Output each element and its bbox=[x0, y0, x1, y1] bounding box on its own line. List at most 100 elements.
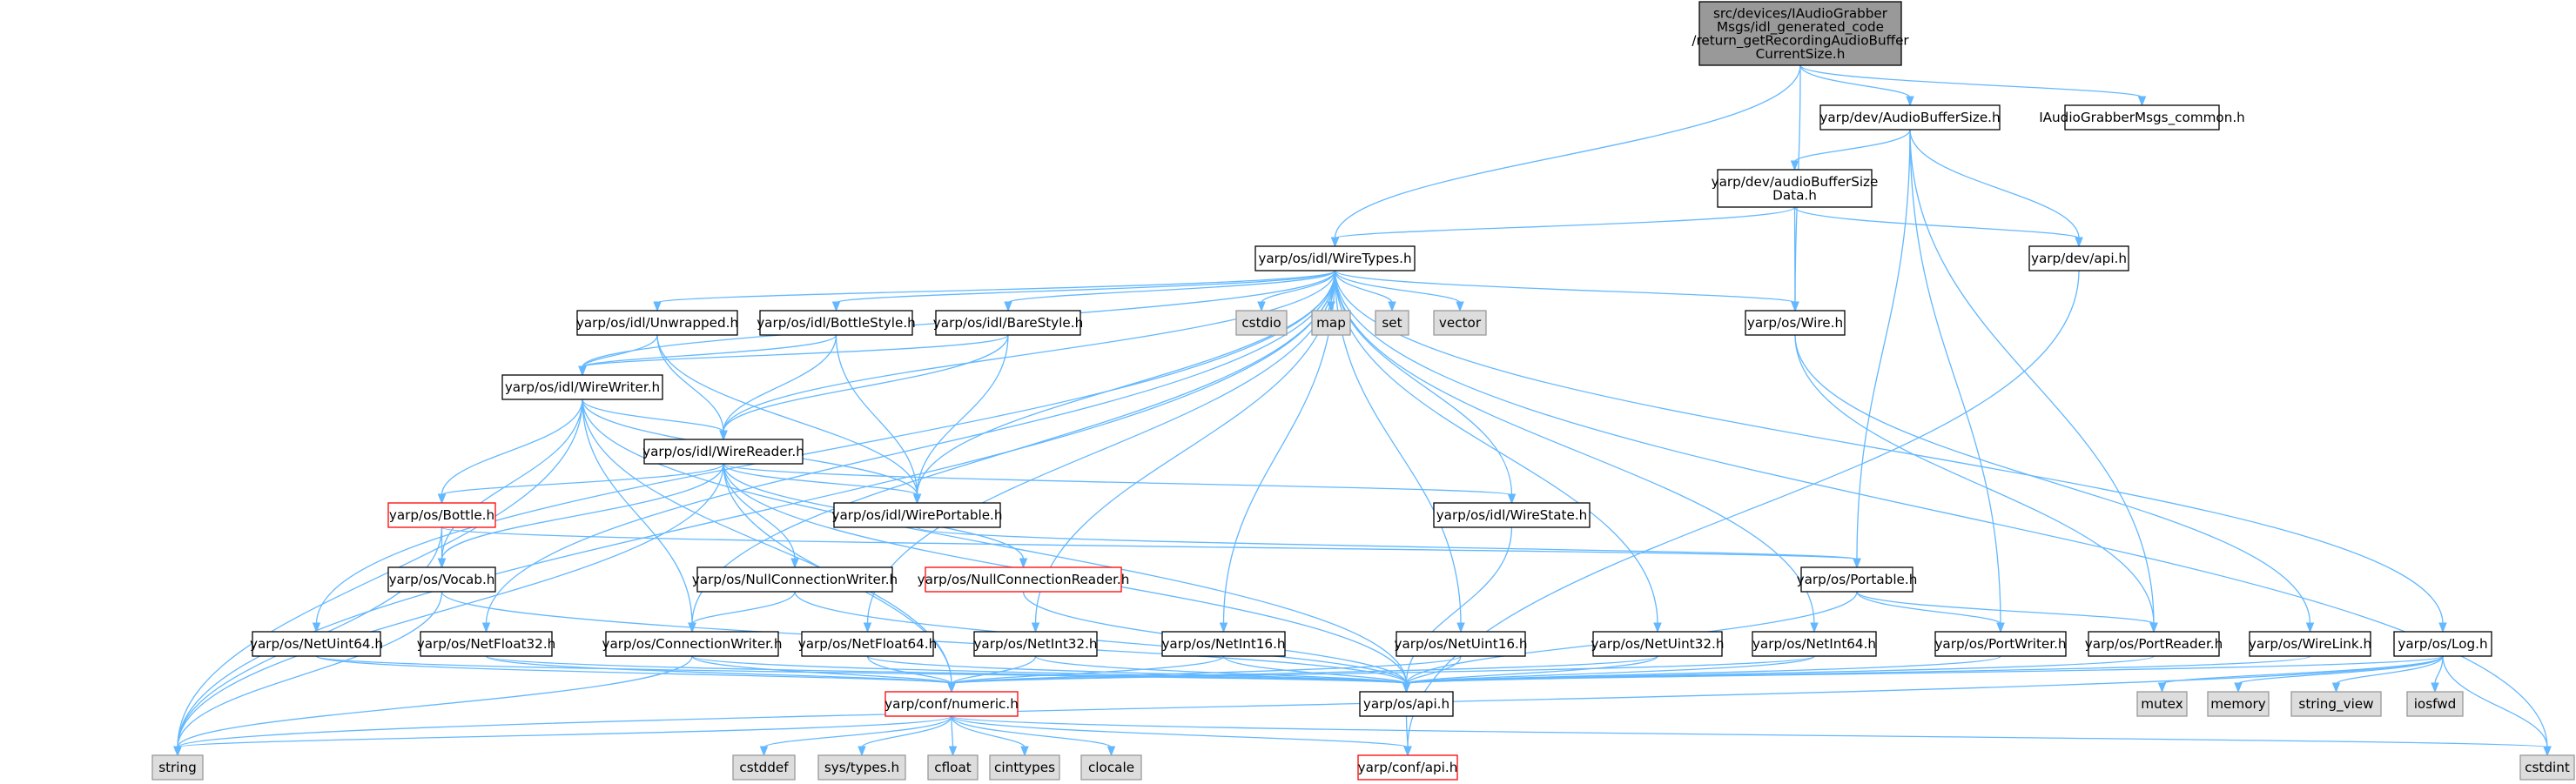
node-label: clocale bbox=[1088, 760, 1134, 775]
node-label: cfloat bbox=[934, 760, 972, 775]
edge-osapi-to-confapi bbox=[1403, 715, 1412, 757]
node-yarp-os-bottle-h[interactable]: yarp/os/Bottle.h bbox=[387, 502, 496, 528]
node-box bbox=[1800, 566, 1914, 593]
node-label: IAudioGrabberMsgs_common.h bbox=[2039, 110, 2245, 126]
node-yarp-os-portwriter-h[interactable]: yarp/os/PortWriter.h bbox=[1934, 631, 2067, 657]
edge-wiretypes-to-wirereader bbox=[719, 270, 1336, 441]
arrowhead bbox=[912, 493, 922, 505]
node-box bbox=[151, 754, 204, 781]
node-yarp-os-portable-h[interactable]: yarp/os/Portable.h bbox=[1797, 566, 1918, 593]
node-yarp-os-netuint64-h[interactable]: yarp/os/NetUint64.h bbox=[250, 631, 383, 657]
node-mutex: mutex bbox=[2136, 691, 2188, 717]
edge-log-to-memory bbox=[2234, 655, 2444, 694]
node-box bbox=[1357, 754, 1458, 781]
node-yarp-os-netint32-h[interactable]: yarp/os/NetInt32.h bbox=[973, 631, 1098, 657]
node-yarp-os-idl-wireportable-h[interactable]: yarp/os/idl/WirePortable.h bbox=[831, 502, 1003, 528]
node-box bbox=[989, 754, 1060, 781]
node-yarp-os-vocab-h[interactable]: yarp/os/Vocab.h bbox=[387, 566, 496, 593]
node-src-devices-iaudiograbbermsgs-idl-generated-code-return-getrecordingaudiobuffercurrentsize-h[interactable]: src/devices/IAudioGrabberMsgs/idl_genera… bbox=[1692, 1, 1909, 66]
node-yarp-os-idl-wirestate-h[interactable]: yarp/os/idl/WireState.h bbox=[1433, 502, 1591, 528]
edge-root-to-iagm_common bbox=[1799, 64, 2147, 107]
arrowhead bbox=[858, 746, 866, 757]
node-yarp-os-wire-h[interactable]: yarp/os/Wire.h bbox=[1745, 310, 1846, 336]
node-iosfwd: iosfwd bbox=[2406, 691, 2464, 717]
edge-connwriter-to-string bbox=[173, 655, 693, 757]
node-set: set bbox=[1375, 310, 1409, 336]
node-label: yarp/os/NetUint64.h bbox=[250, 636, 383, 652]
node-yarp-os-idl-wirereader-h[interactable]: yarp/os/idl/WireReader.h bbox=[642, 439, 804, 465]
node-label: yarp/dev/api.h bbox=[2031, 251, 2127, 266]
node-yarp-os-idl-barestyle-h[interactable]: yarp/os/idl/BareStyle.h bbox=[933, 310, 1083, 336]
node-label: yarp/os/NullConnectionWriter.h bbox=[692, 572, 898, 587]
node-yarp-os-api-h[interactable]: yarp/os/api.h bbox=[1359, 691, 1454, 717]
node-yarp-os-netuint32-h[interactable]: yarp/os/NetUint32.h bbox=[1591, 631, 1725, 657]
node-label: cstdio bbox=[1241, 315, 1281, 331]
arrowhead bbox=[481, 622, 491, 633]
arrowhead bbox=[2149, 622, 2158, 633]
node-yarp-os-nullconnectionreader-h[interactable]: yarp/os/NullConnectionReader.h bbox=[918, 566, 1130, 593]
node-box bbox=[1254, 245, 1416, 271]
node-box bbox=[1592, 631, 1723, 657]
node-label: cstdint bbox=[2525, 760, 2570, 775]
node-iaudiograbbermsgs-common-h[interactable]: IAudioGrabberMsgs_common.h bbox=[2039, 104, 2245, 131]
edge-netuint16-to-osapi bbox=[1402, 655, 1462, 694]
edge-wirereader-to-wireportable bbox=[723, 463, 922, 505]
node-string-view: string_view bbox=[2290, 691, 2382, 717]
edge-numeric-to-cinttypes bbox=[951, 715, 1029, 757]
arrowhead bbox=[790, 558, 799, 569]
node-box bbox=[935, 310, 1081, 336]
node-yarp-os-log-h[interactable]: yarp/os/Log.h bbox=[2393, 631, 2492, 657]
node-yarp-dev-audiobuffersize-h[interactable]: yarp/dev/AudioBufferSize.h bbox=[1819, 104, 2001, 131]
node-yarp-os-netfloat64-h[interactable]: yarp/os/NetFloat64.h bbox=[798, 631, 938, 657]
node-yarp-conf-numeric-h[interactable]: yarp/conf/numeric.h bbox=[884, 691, 1019, 717]
node-yarp-os-portreader-h[interactable]: yarp/os/PortReader.h bbox=[2085, 631, 2223, 657]
node-box bbox=[925, 566, 1122, 593]
arrowhead bbox=[2075, 237, 2083, 248]
edge-wiretypes-to-wirestate bbox=[1334, 270, 1517, 505]
edge-wiretypes-to-set bbox=[1334, 270, 1396, 312]
edge-wiretypes-to-vector bbox=[1334, 270, 1464, 312]
edge-wirewriter-to-connwriter bbox=[582, 399, 696, 633]
node-yarp-os-netint16-h[interactable]: yarp/os/NetInt16.h bbox=[1161, 631, 1286, 657]
arrowhead bbox=[1853, 558, 1861, 569]
node-label: yarp/os/Portable.h bbox=[1797, 572, 1918, 587]
node-label: string_view bbox=[2298, 696, 2373, 713]
node-yarp-os-idl-wiretypes-h[interactable]: yarp/os/idl/WireTypes.h bbox=[1254, 245, 1416, 271]
node-label: yarp/os/Log.h bbox=[2398, 636, 2487, 652]
edge-nullconnwriter-to-connwriter bbox=[688, 591, 796, 633]
node-box bbox=[420, 631, 553, 657]
node-yarp-os-netuint16-h[interactable]: yarp/os/NetUint16.h bbox=[1395, 631, 1528, 657]
arrowhead bbox=[2305, 622, 2315, 633]
node-yarp-os-idl-bottlestyle-h[interactable]: yarp/os/idl/BottleStyle.h bbox=[757, 310, 916, 336]
node-box bbox=[2249, 631, 2371, 657]
node-box bbox=[884, 691, 1019, 717]
arrowhead bbox=[1456, 622, 1465, 633]
node-yarp-os-netint64-h[interactable]: yarp/os/NetInt64.h bbox=[1752, 631, 1877, 657]
node-yarp-dev-api-h[interactable]: yarp/dev/api.h bbox=[2028, 245, 2129, 271]
node-yarp-os-connectionwriter-h[interactable]: yarp/os/ConnectionWriter.h bbox=[602, 631, 783, 657]
node-box bbox=[973, 631, 1098, 657]
arrowhead bbox=[1653, 622, 1662, 633]
arrowhead bbox=[2234, 682, 2243, 694]
node-yarp-os-netfloat32-h[interactable]: yarp/os/NetFloat32.h bbox=[417, 631, 556, 657]
node-yarp-os-idl-unwrapped-h[interactable]: yarp/os/idl/Unwrapped.h bbox=[576, 310, 738, 336]
node-label: yarp/os/PortWriter.h bbox=[1934, 636, 2066, 652]
arrowhead bbox=[1031, 622, 1040, 633]
node-yarp-os-nullconnectionwriter-h[interactable]: yarp/os/NullConnectionWriter.h bbox=[692, 566, 898, 593]
edge-portable-to-portreader bbox=[1856, 591, 2158, 633]
node-label: vector bbox=[1439, 315, 1482, 331]
node-yarp-os-wirelink-h[interactable]: yarp/os/WireLink.h bbox=[2249, 631, 2371, 657]
edge-wiretypes-to-string bbox=[173, 270, 1336, 757]
arrowhead bbox=[578, 365, 587, 377]
node-box bbox=[643, 439, 804, 465]
node-box bbox=[801, 631, 934, 657]
node-box bbox=[2064, 104, 2220, 131]
edge-portable-to-portwriter bbox=[1856, 591, 2005, 633]
node-yarp-conf-api-h[interactable]: yarp/conf/api.h bbox=[1357, 754, 1458, 781]
edge-wireportable-to-portable bbox=[916, 526, 1861, 569]
node-yarp-os-idl-wirewriter-h[interactable]: yarp/os/idl/WireWriter.h bbox=[501, 374, 663, 400]
arrowhead bbox=[1507, 493, 1517, 505]
node-box bbox=[2393, 631, 2492, 657]
node-label: Msgs/idl_generated_code bbox=[1717, 19, 1884, 36]
